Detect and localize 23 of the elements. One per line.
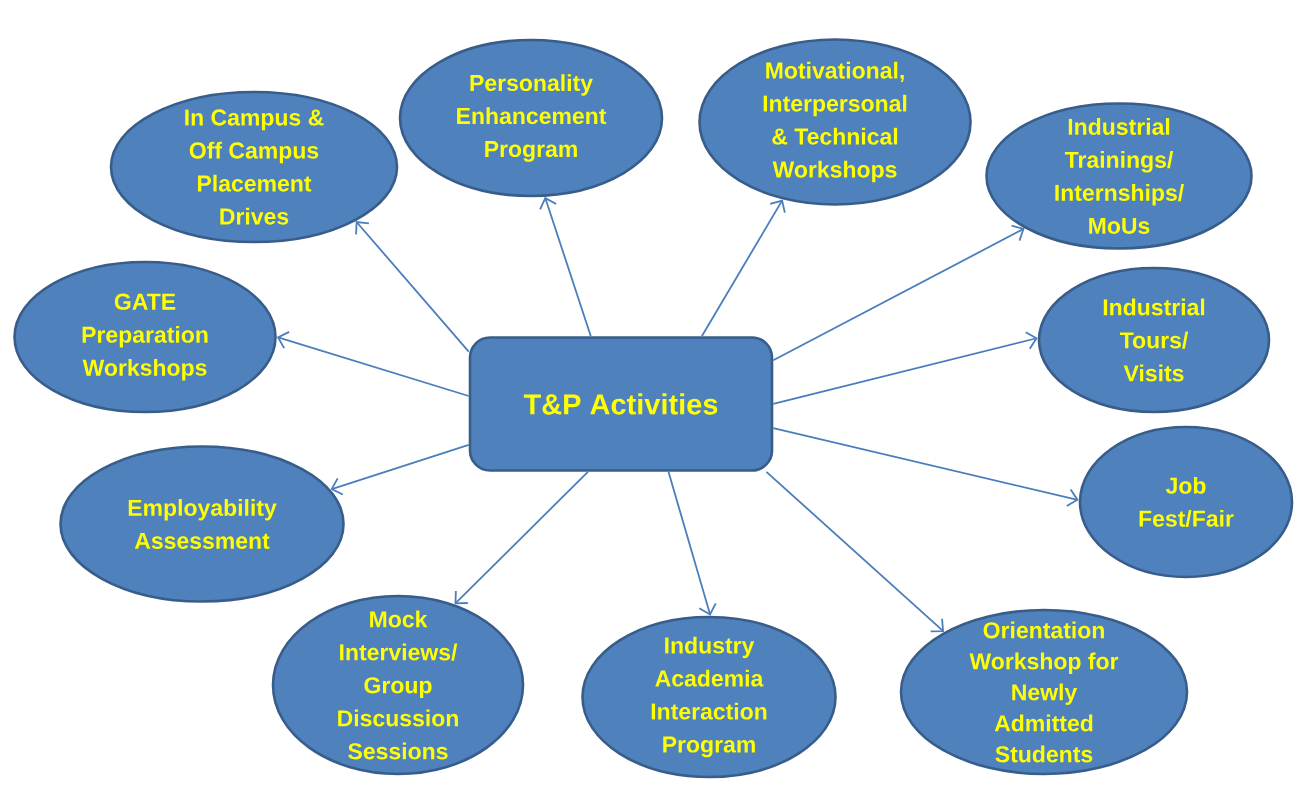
ellipse-node: Mock Interviews/ Group Discussion Sessions <box>271 594 525 776</box>
arrow <box>276 331 470 397</box>
arrow <box>765 470 945 633</box>
arrow <box>772 427 1079 507</box>
arrow <box>772 331 1038 405</box>
ellipse-node: Job Fest/Fair <box>1078 425 1294 579</box>
rounded-box: T&P Activities <box>468 336 774 472</box>
ellipse-node: Industrial Trainings/ Internships/ MoUs <box>985 102 1253 250</box>
arrow <box>355 221 470 353</box>
ellipse-node: In Campus & Off Campus Placement Drives <box>109 90 399 244</box>
ellipse-node: Employability Assessment <box>59 445 345 603</box>
ellipse-node: Personality Enhancement Program <box>398 38 664 198</box>
ellipse-node: GATE Preparation Workshops <box>13 260 277 414</box>
ellipse-node: Motivational, Interpersonal & Technical Workshops <box>698 38 972 206</box>
arrow <box>772 224 1025 362</box>
ellipse-node: Industrial Tours/ Visits <box>1037 266 1271 414</box>
ellipse-node: Industry Academia Interaction Program <box>581 615 837 779</box>
arrow <box>667 470 717 616</box>
ellipse-node: Orientation Workshop for Newly Admitted Students <box>899 608 1189 776</box>
arrow <box>700 199 786 338</box>
arrow <box>539 196 592 338</box>
arrow <box>330 443 470 496</box>
arrow <box>454 470 589 605</box>
